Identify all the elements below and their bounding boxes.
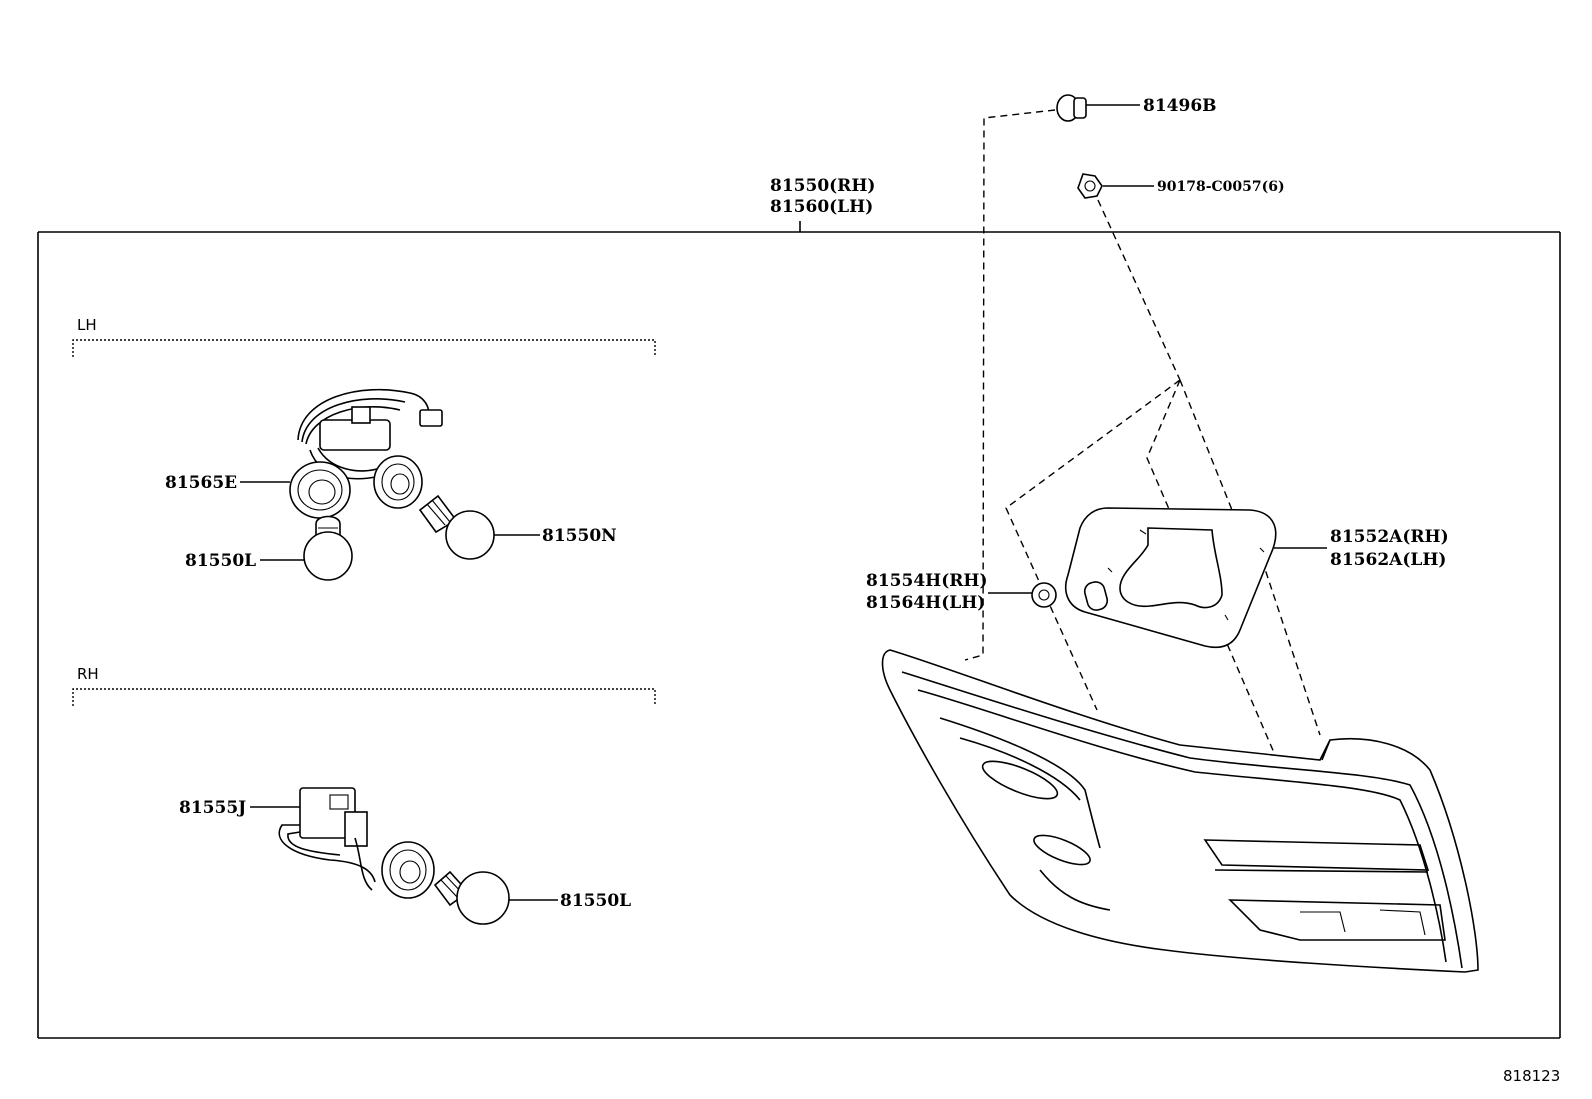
socket-wire-81555j: [250, 787, 435, 899]
nut-90178: [1077, 173, 1181, 381]
socket-wire-81565e: [240, 388, 443, 519]
callout-81560-lh: 81560(LH): [770, 197, 873, 217]
callout-81564h-lh: 81564H(LH): [866, 593, 985, 613]
callout-81565e: 81565E: [165, 473, 237, 493]
group-bracket-lh: [72, 339, 656, 357]
grommet-81554h: [988, 582, 1057, 608]
group-label-rh: RH: [77, 665, 99, 683]
tail-lamp-assembly: [881, 649, 1479, 973]
assembly-frame: [37, 221, 1561, 1039]
bulb-81550l-rh: [433, 870, 558, 925]
group-bracket-rh: [72, 688, 656, 706]
bulb-81550n-lh: [418, 494, 540, 560]
callout-81496b: 81496B: [1143, 96, 1217, 116]
callout-81552a-rh: 81552A(RH): [1330, 527, 1449, 547]
callout-81550l-rh: 81550L: [560, 891, 631, 911]
gasket-81552a: [1064, 507, 1327, 649]
callout-90178-c0057: 90178-C0057(6): [1157, 179, 1285, 195]
callout-81554h-rh: 81554H(RH): [866, 571, 987, 591]
figure-number: 818123: [1503, 1067, 1560, 1085]
clip-81496b: [964, 94, 1140, 661]
callout-81562a-lh: 81562A(LH): [1330, 550, 1446, 570]
callout-81550-rh: 81550(RH): [770, 176, 875, 196]
group-label-lh: LH: [77, 316, 97, 334]
bulb-81550l-lh: [260, 515, 353, 581]
callout-81555j: 81555J: [179, 798, 246, 818]
callout-81550n: 81550N: [542, 526, 617, 546]
assembly-guide-lines: [1005, 379, 1321, 756]
callout-81550l-lh: 81550L: [185, 551, 256, 571]
